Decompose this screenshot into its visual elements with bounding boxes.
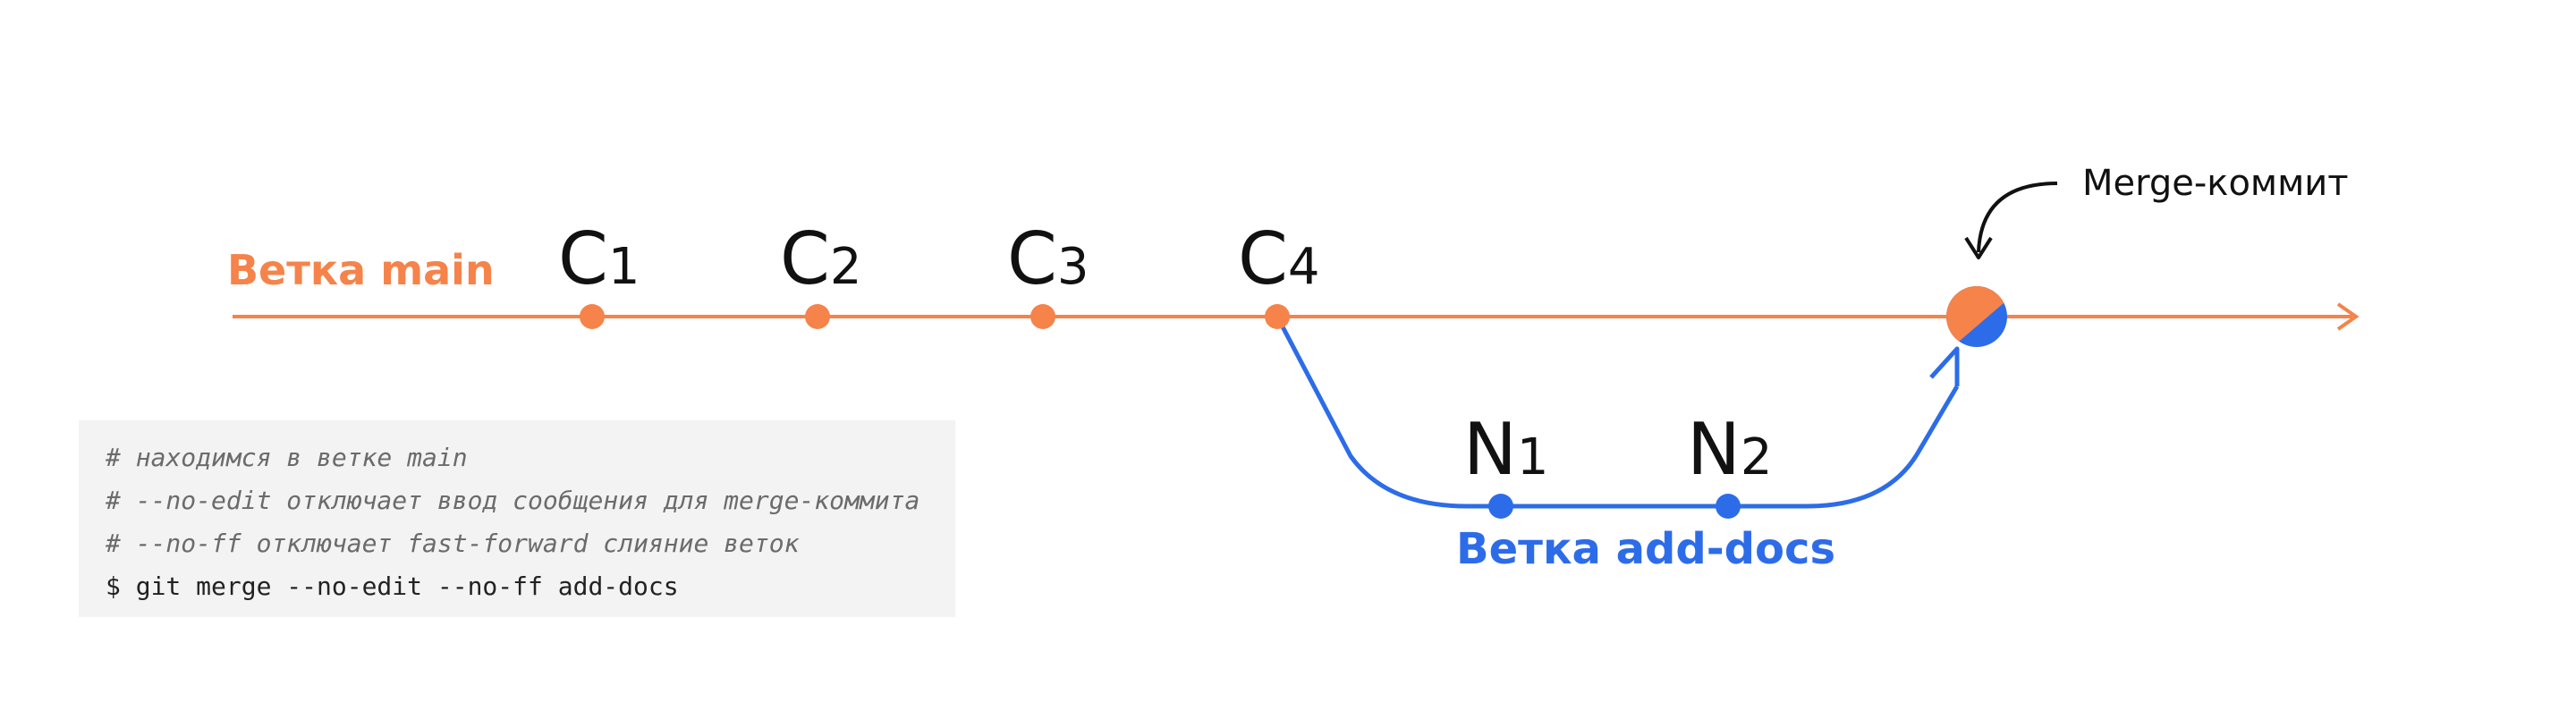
merge-commit-node — [1946, 286, 2007, 347]
commit-c4: C4 — [1238, 217, 1320, 329]
commit-c3-label: C3 — [1007, 217, 1089, 301]
commit-c4-dot — [1265, 304, 1290, 329]
code-block: # находимся в ветке main # --no-edit отк… — [79, 420, 955, 617]
commit-c3-dot — [1030, 304, 1055, 329]
commit-c2: C2 — [780, 217, 862, 329]
code-line: # --no-ff отключает fast-forward слияние… — [106, 529, 800, 558]
code-line-command: $ git merge --no-edit --no-ff add-docs — [106, 571, 679, 601]
commit-n2-label: N2 — [1687, 408, 1772, 491]
code-line: # --no-edit отключает ввод сообщения для… — [106, 486, 920, 515]
commit-n1-label: N1 — [1463, 408, 1548, 491]
commit-n1-dot — [1488, 494, 1513, 519]
branch-main-label: Ветка main — [227, 246, 495, 294]
commit-c2-label: C2 — [780, 217, 862, 301]
commit-n2: N2 — [1687, 408, 1772, 519]
branch-add-docs-label: Ветка add-docs — [1456, 524, 1835, 574]
commit-c3: C3 — [1007, 217, 1089, 329]
merge-callout-arrow — [1977, 182, 2058, 253]
merge-commit-label: Merge-коммит — [2082, 163, 2349, 204]
commit-c2-dot — [805, 304, 830, 329]
commit-c1-label: C1 — [558, 217, 640, 301]
main-branch-arrowhead — [2336, 302, 2360, 331]
add-docs-arrowhead — [1929, 346, 1960, 386]
code-line: # находимся в ветке main — [106, 443, 468, 472]
commit-n2-dot — [1716, 494, 1741, 519]
commit-c1-dot — [580, 304, 605, 329]
commit-n1: N1 — [1463, 408, 1548, 519]
merge-callout-arrowhead — [1964, 236, 1993, 259]
commit-c4-label: C4 — [1238, 217, 1320, 301]
commit-c1: C1 — [558, 217, 640, 329]
add-docs-branch-line — [1275, 315, 1960, 509]
